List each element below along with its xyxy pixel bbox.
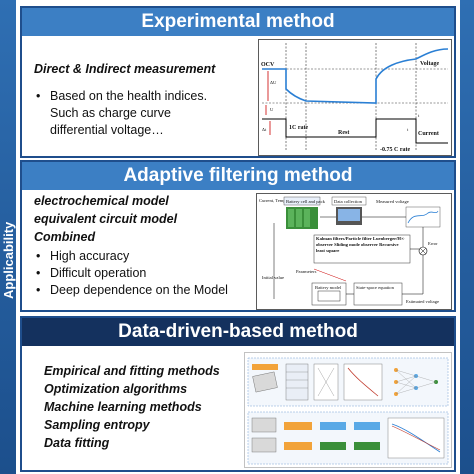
panel-title-experimental: Experimental method (22, 8, 454, 36)
continuation-line: Such as charge curve (50, 106, 171, 120)
rate-1c-label: 1C rate (289, 125, 308, 131)
panel-title-adaptive: Adaptive filtering method (22, 162, 454, 190)
delta-t-label: Δt (262, 127, 267, 132)
t1-label: t (407, 127, 409, 132)
heading-electrochemical: electrochemical model (34, 194, 169, 208)
filtering-flow-diagram: Current, Temperature Battery cell and pa… (256, 193, 452, 310)
initial-label: Initial value (262, 275, 284, 280)
ocv-label: OCV (261, 62, 275, 68)
heading-equivalent-circuit: equivalent circuit model (34, 212, 178, 226)
heading-combined: Combined (34, 230, 96, 244)
experimental-bullets: Based on the health indices. (36, 88, 207, 105)
battery-label: Battery cell and pack (286, 199, 326, 204)
collection-label: Data collection (334, 199, 363, 204)
parameters-label: Parameters (296, 269, 317, 274)
t2-label: t (418, 113, 420, 118)
voltage-label: Voltage (420, 61, 439, 67)
bullet-item: Deep dependence on the Model (36, 282, 228, 299)
heading-direct-indirect: Direct & Indirect measurement (34, 62, 216, 76)
heading-machine-learning: Machine learning methods (44, 400, 202, 414)
data-driven-flow-figure (244, 352, 452, 468)
heading-empirical: Empirical and fitting methods (44, 364, 220, 378)
experimental-method-panel: Experimental method Direct & Indirect me… (20, 6, 456, 158)
heading-sampling-entropy: Sampling entropy (44, 418, 150, 432)
input-label: Current, Temperature (259, 198, 298, 204)
estimated-label: Estimated voltage (406, 299, 439, 304)
rest-label: Rest (338, 130, 349, 136)
error-label: Error (428, 241, 438, 246)
delta-u-label: ΔU (270, 80, 277, 85)
measured-label: Measured voltage (376, 199, 409, 204)
bullet-item: High accuracy (36, 248, 228, 265)
voltage-current-figure: OCV Voltage ΔU U 1C rate Rest Current -0… (258, 39, 452, 156)
experimental-continuation: Such as charge curve differential voltag… (50, 105, 171, 139)
adaptive-bullets: High accuracy Difficult operation Deep d… (36, 248, 228, 299)
adaptive-filtering-panel: Adaptive filtering method electrochemica… (20, 160, 456, 312)
filters-label: Kalman filters/Particle filter Luenberge… (316, 236, 405, 253)
heading-optimization: Optimization algorithms (44, 382, 188, 396)
u0-label: U (270, 107, 274, 112)
data-driven-panel: Data-driven-based method Empirical and f… (20, 316, 456, 472)
continuation-line: differential voltage… (50, 123, 164, 137)
right-side-bar (460, 0, 474, 474)
applicability-label: Applicability (1, 221, 16, 299)
applicability-side-bar: Applicability (0, 0, 16, 474)
rate-075c-label: -0.75 C rate (380, 147, 410, 153)
state-label: State-space equation (356, 285, 395, 290)
current-label: Current (418, 131, 439, 137)
panel-title-data-driven: Data-driven-based method (22, 318, 454, 346)
model-label: Battery model (315, 285, 342, 290)
bullet-item: Difficult operation (36, 265, 228, 282)
bullet-item: Based on the health indices. (36, 88, 207, 105)
heading-data-fitting: Data fitting (44, 436, 110, 450)
